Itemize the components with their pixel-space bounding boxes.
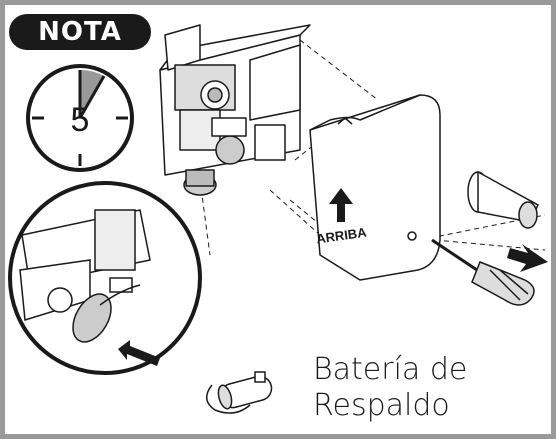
cover-panel — [309, 94, 441, 281]
timer-number: 5 — [71, 101, 90, 139]
detail-circle — [8, 181, 202, 375]
caption-line-2: Respaldo — [313, 388, 450, 423]
up-arrow-icon — [329, 188, 353, 222]
nota-badge: NOTA — [9, 14, 151, 50]
caption-line-1: Batería de — [313, 352, 468, 387]
screwdriver-icon — [431, 238, 535, 306]
cover-label: ARRIBA — [315, 225, 368, 247]
device-unit — [159, 24, 311, 196]
screw-anchor-icon — [467, 170, 539, 229]
insert-arrow-icon — [118, 340, 160, 366]
screw-direction-arrow-icon — [507, 244, 548, 272]
cover-screw — [407, 231, 417, 241]
caption: Batería de Respaldo — [313, 352, 513, 424]
backup-battery-icon — [206, 371, 273, 414]
timer-clock-icon — [26, 64, 134, 172]
